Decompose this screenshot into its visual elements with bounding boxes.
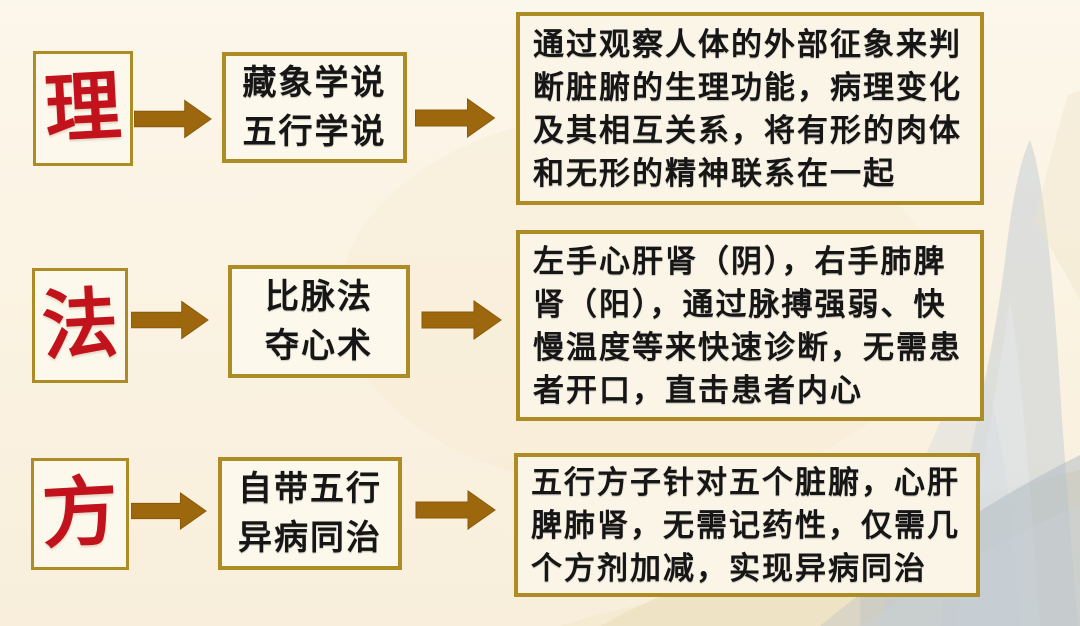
formula-description-text: 五行方子针对五个脏腑，心肝脾肺肾，无需记药性，仅需几个方剂加减，实现异病同治 xyxy=(531,464,960,586)
method-line: 藏象学说 xyxy=(242,64,387,103)
arrow-icon xyxy=(131,491,207,531)
technique-label-char: 法 xyxy=(39,280,121,370)
technique-description-text: 左手心肝肾（阴），右手肺脾肾（阳），通过脉搏强弱、快慢温度等来快速诊断，无需患者… xyxy=(533,243,962,408)
method-line: 比脉法 xyxy=(265,278,373,317)
arrow-icon xyxy=(131,300,209,340)
technique-description-box: 左手心肝肾（阴），右手肺脾肾（阳），通过脉搏强弱、快慢温度等来快速诊断，无需患者… xyxy=(516,230,984,421)
arrow-icon xyxy=(418,300,506,340)
method-line: 夺心术 xyxy=(265,326,373,365)
principle-description-text: 通过观察人体的外部征象来判断脏腑的生理功能，病理变化及其相互关系，将有形的肉体和… xyxy=(533,26,962,191)
arrow-icon xyxy=(413,490,499,530)
technique-label-box: 法 xyxy=(32,268,128,383)
formula-description-box: 五行方子针对五个脏腑，心肝脾肺肾，无需记药性，仅需几个方剂加减，实现异病同治 xyxy=(514,453,980,597)
formula-label-char: 方 xyxy=(39,469,121,558)
formula-label-box: 方 xyxy=(31,458,129,570)
principle-label-char: 理 xyxy=(42,63,124,153)
principle-label-box: 理 xyxy=(33,51,133,166)
technique-method-box: 比脉法 夺心术 xyxy=(228,265,410,378)
principle-description-box: 通过观察人体的外部征象来判断脏腑的生理功能，病理变化及其相互关系，将有形的肉体和… xyxy=(516,12,984,205)
principle-method-box: 藏象学说 五行学说 xyxy=(222,52,407,163)
method-line: 自带五行 xyxy=(238,470,382,509)
formula-method-box: 自带五行 异病同治 xyxy=(218,457,402,570)
arrow-icon xyxy=(134,99,212,139)
arrow-icon xyxy=(413,98,498,138)
method-line: 异病同治 xyxy=(238,518,382,557)
method-line: 五行学说 xyxy=(242,112,387,151)
